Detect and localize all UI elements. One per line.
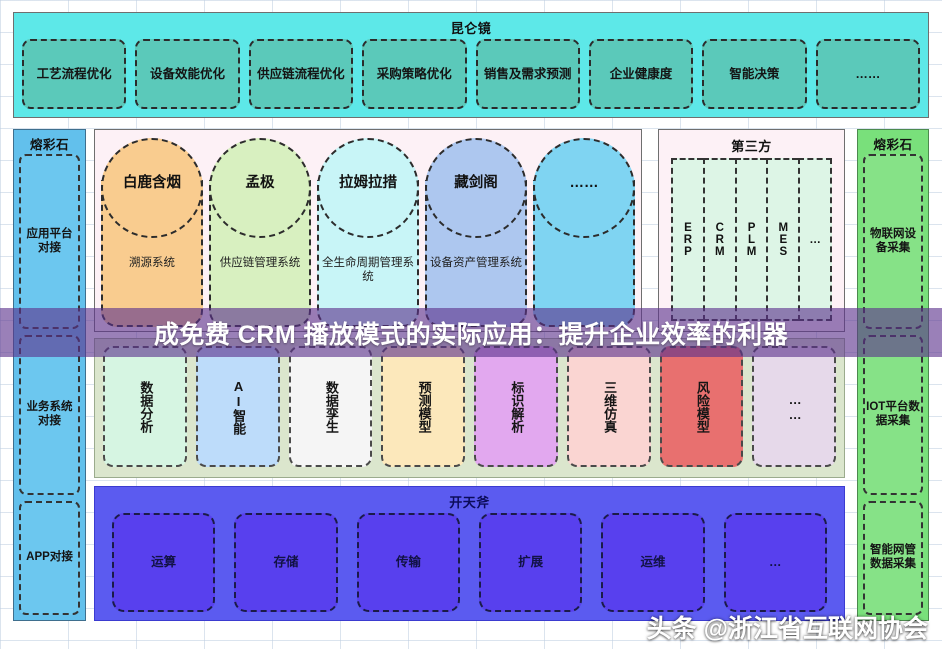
right-sidebar-item-list: 物联网设备采集 IOT平台数据采集 智能网管数据采集 xyxy=(863,154,923,615)
platform-systems-panel: 白鹿含烟 溯源系统 孟极 供应链管理系统 拉姆拉措 全生命周期管理系统 藏剑阁 … xyxy=(94,129,642,332)
third-party-item-list: ERP CRM PLM MES … xyxy=(671,158,832,321)
right-sidebar-rongcaishi: 熔彩石 物联网设备采集 IOT平台数据采集 智能网管数据采集 xyxy=(857,129,929,621)
third-party-item[interactable]: CRM xyxy=(702,158,735,321)
platform-system-item[interactable]: 拉姆拉措 全生命周期管理系统 xyxy=(317,138,419,327)
capability-item[interactable]: 数据孪生 xyxy=(288,346,373,467)
kunlunjing-item-list: 工艺流程优化 设备效能优化 供应链流程优化 采购策略优化 销售及需求预测 企业健… xyxy=(22,39,920,109)
layer-kunlunjing-title: 昆仑镜 xyxy=(450,21,492,36)
cylinder-cap xyxy=(425,138,527,238)
kunlunjing-item[interactable]: 智能决策 xyxy=(702,39,807,109)
capability-panel: 数据分析 AI智能 数据孪生 预测模型 标识解析 三维仿真 风险模型 …… xyxy=(94,338,845,478)
platform-system-item[interactable]: 藏剑阁 设备资产管理系统 xyxy=(425,138,527,327)
platform-system-name: 孟极 xyxy=(245,175,275,191)
platform-system-name: 藏剑阁 xyxy=(454,175,498,191)
platform-systems-list: 白鹿含烟 溯源系统 孟极 供应链管理系统 拉姆拉措 全生命周期管理系统 藏剑阁 … xyxy=(101,138,635,327)
third-party-item[interactable]: … xyxy=(798,158,832,321)
third-party-item[interactable]: ERP xyxy=(671,158,703,321)
layer-kunlunjing: 昆仑镜 工艺流程优化 设备效能优化 供应链流程优化 采购策略优化 销售及需求预测… xyxy=(13,12,929,118)
platform-system-name: …… xyxy=(569,175,599,191)
platform-system-subtitle: 溯源系统 xyxy=(129,257,175,269)
watermark-brand: 头条 xyxy=(646,615,697,643)
right-sidebar-item[interactable]: IOT平台数据采集 xyxy=(863,335,923,495)
watermark-username: @浙江省互联网协会 xyxy=(703,615,928,643)
cylinder-cap xyxy=(101,138,203,238)
kunlunjing-item[interactable]: 工艺流程优化 xyxy=(22,39,127,109)
left-sidebar-item[interactable]: APP对接 xyxy=(19,501,80,615)
kaitianfu-item[interactable]: 运算 xyxy=(112,513,216,612)
third-party-item[interactable]: PLM xyxy=(734,158,767,321)
kaitianfu-item[interactable]: 运维 xyxy=(601,513,705,612)
platform-system-item[interactable]: 孟极 供应链管理系统 xyxy=(209,138,311,327)
kaitianfu-item[interactable]: 扩展 xyxy=(478,513,583,612)
capability-item[interactable]: 数据分析 xyxy=(103,346,187,467)
kunlunjing-item[interactable]: 设备效能优化 xyxy=(135,39,240,109)
article-title-banner: 成免费 CRM 播放模式的实际应用：提升企业效率的利器 xyxy=(0,308,942,357)
capability-item[interactable]: AI智能 xyxy=(195,346,280,467)
kunlunjing-item[interactable]: 供应链流程优化 xyxy=(248,39,354,109)
left-sidebar-title: 熔彩石 xyxy=(29,138,69,152)
cylinder-cap xyxy=(209,138,311,238)
kaitianfu-item[interactable]: … xyxy=(723,513,827,612)
third-party-item[interactable]: MES xyxy=(766,158,799,321)
platform-system-subtitle: 全生命周期管理系统 xyxy=(322,257,414,284)
watermark: 头条 @浙江省互联网协会 xyxy=(647,609,928,645)
kaitianfu-item[interactable]: 传输 xyxy=(356,513,460,612)
layer-kaitianfu: 开天斧 运算 存储 传输 扩展 运维 … xyxy=(94,486,845,621)
platform-system-name: 白鹿含烟 xyxy=(123,175,181,191)
third-party-panel: 第三方 ERP CRM PLM MES … xyxy=(658,129,845,332)
layer-kaitianfu-title: 开天斧 xyxy=(449,495,490,510)
platform-system-name: 拉姆拉措 xyxy=(339,175,397,191)
left-sidebar-item[interactable]: 应用平台对接 xyxy=(19,154,80,329)
left-sidebar-item-list: 应用平台对接 业务系统对接 APP对接 xyxy=(19,154,80,615)
cylinder-cap xyxy=(317,138,419,238)
third-party-title: 第三方 xyxy=(731,139,772,154)
cylinder-cap xyxy=(533,138,635,238)
platform-system-item[interactable]: 白鹿含烟 溯源系统 xyxy=(101,138,203,327)
left-sidebar-item[interactable]: 业务系统对接 xyxy=(19,335,80,495)
platform-system-subtitle: 供应链管理系统 xyxy=(219,257,301,269)
kunlunjing-item[interactable]: …… xyxy=(815,39,920,109)
right-sidebar-item[interactable]: 物联网设备采集 xyxy=(863,154,923,329)
capability-item[interactable]: 三维仿真 xyxy=(566,346,651,467)
right-sidebar-title: 熔彩石 xyxy=(873,138,913,152)
right-sidebar-item[interactable]: 智能网管数据采集 xyxy=(863,501,923,615)
capability-item[interactable]: 风险模型 xyxy=(659,346,744,467)
kaitianfu-item[interactable]: 存储 xyxy=(234,513,338,612)
kaitianfu-item-list: 运算 存储 传输 扩展 运维 … xyxy=(112,513,827,612)
platform-system-subtitle: 设备资产管理系统 xyxy=(430,257,522,269)
kunlunjing-item[interactable]: 采购策略优化 xyxy=(362,39,467,109)
article-title-text: 成免费 CRM 播放模式的实际应用：提升企业效率的利器 xyxy=(153,320,789,349)
capability-item[interactable]: 标识解析 xyxy=(474,346,558,467)
capability-item-list: 数据分析 AI智能 数据孪生 预测模型 标识解析 三维仿真 风险模型 …… xyxy=(103,346,836,467)
left-sidebar-rongcaishi: 熔彩石 应用平台对接 业务系统对接 APP对接 xyxy=(13,129,86,621)
kunlunjing-item[interactable]: 销售及需求预测 xyxy=(475,39,580,109)
capability-item[interactable]: 预测模型 xyxy=(381,346,465,467)
platform-system-item[interactable]: …… xyxy=(533,138,635,327)
kunlunjing-item[interactable]: 企业健康度 xyxy=(588,39,694,109)
capability-item[interactable]: …… xyxy=(752,346,836,467)
